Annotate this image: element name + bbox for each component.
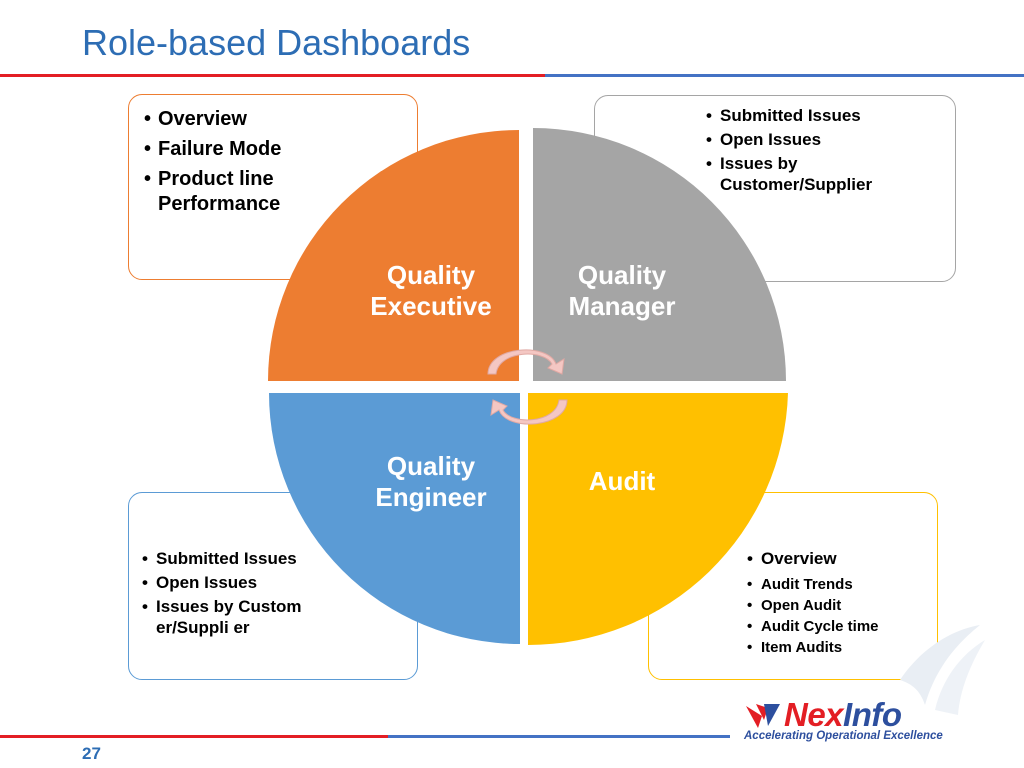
audit-quadrant — [528, 393, 788, 645]
page-number: 27 — [82, 744, 101, 763]
slide-title: Role-based Dashboards — [82, 22, 471, 63]
executive-items: Overview Failure Mode Product line Perfo… — [142, 107, 322, 222]
cycle-arrow-top — [487, 349, 565, 375]
list-item: Product line Performance — [142, 167, 322, 217]
manager-items: Submitted Issues Open Issues Issues by C… — [704, 105, 919, 198]
list-item: Submitted Issues — [140, 548, 320, 569]
cycle-arrows — [487, 349, 568, 425]
top-rule-red — [0, 74, 545, 77]
logo-tagline: Accelerating Operational Excellence — [744, 730, 943, 742]
list-item: Issues by Customer/Suppli er — [140, 596, 306, 638]
engineer-label: Quality Engineer — [375, 451, 487, 512]
list-item: Open Audit — [745, 596, 920, 615]
nexinfo-logo: NexInfo Accelerating Operational Excelle… — [744, 696, 944, 750]
list-item: Overview — [745, 548, 920, 570]
list-item: Open Issues — [704, 129, 919, 150]
manager-label: Quality Manager — [568, 260, 676, 321]
manager-quadrant — [533, 128, 786, 381]
list-item: Overview — [142, 107, 322, 132]
audit-label: Audit — [588, 466, 656, 496]
audit-items: Overview Audit Trends Open Audit Audit C… — [745, 548, 920, 659]
cycle-arrow-bottom — [490, 399, 568, 425]
bottom-rule-red — [0, 735, 388, 738]
bottom-rule-blue — [388, 735, 730, 738]
engineer-items: Submitted Issues Open Issues Issues by C… — [140, 548, 320, 641]
list-item: Open Issues — [140, 572, 320, 593]
list-item: Audit Trends — [745, 575, 920, 594]
list-item: Audit Cycle time — [745, 617, 920, 636]
executive-quadrant — [268, 130, 519, 381]
executive-label: Quality Executive — [370, 260, 492, 321]
list-item: Issues by Customer/Supplier — [704, 153, 919, 195]
list-item: Failure Mode — [142, 137, 322, 162]
list-item: Submitted Issues — [704, 105, 919, 126]
top-rule-blue — [545, 74, 1024, 77]
list-item: Item Audits — [745, 638, 920, 657]
watermark-swoosh-icon — [900, 625, 985, 715]
logo-wordmark: NexInfo — [784, 696, 902, 733]
logo-mark-icon — [746, 704, 780, 728]
engineer-quadrant — [269, 393, 520, 644]
